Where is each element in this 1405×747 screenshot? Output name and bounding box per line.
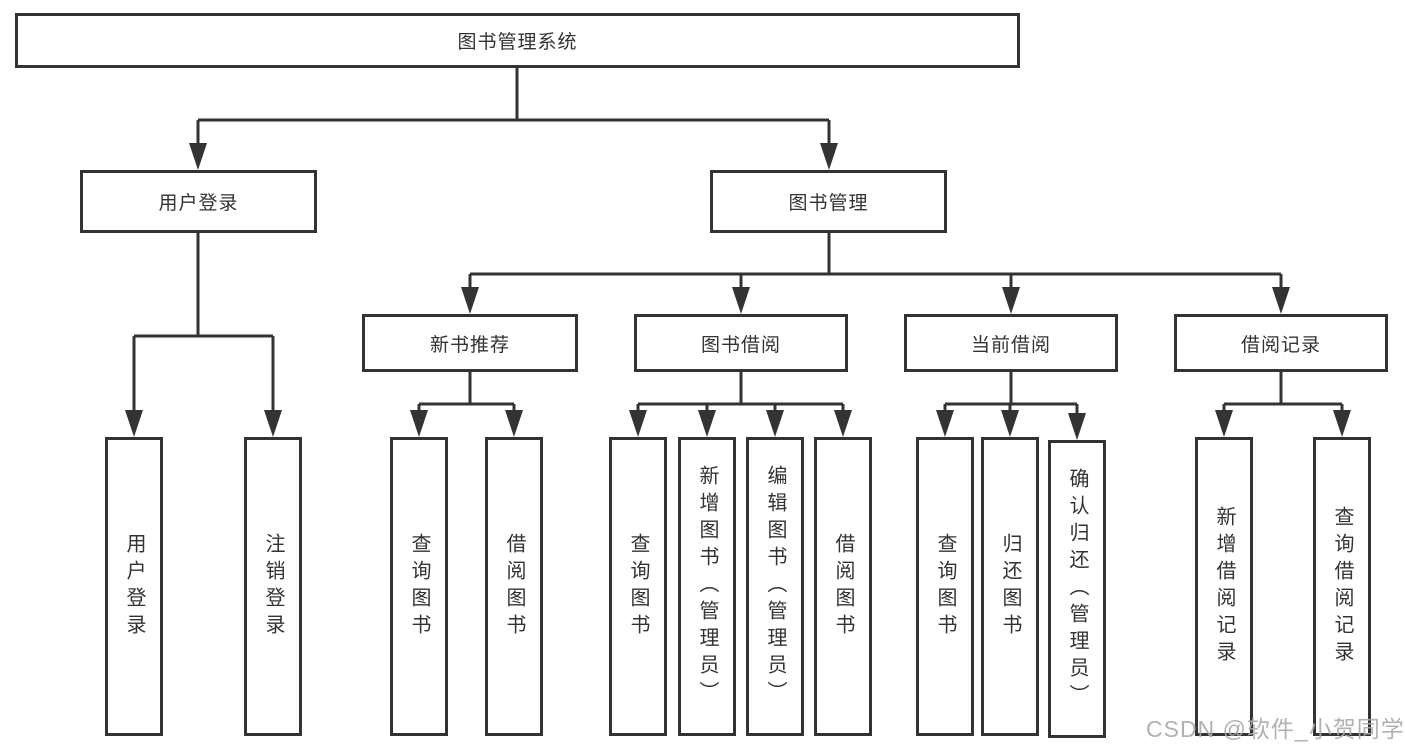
leaf-label: 查询图书 <box>408 532 430 641</box>
leaf-label: 用户登录 <box>123 532 145 641</box>
leaf-label: 借阅图书 <box>503 532 525 641</box>
arrowheads <box>125 143 1351 440</box>
leaf-query-books-borrow: 查询图书 <box>609 437 667 736</box>
arrowhead <box>189 143 207 170</box>
arrowhead <box>1068 413 1086 440</box>
leaf-confirm-return-admin: 确认归还（管理员） <box>1048 440 1106 738</box>
node-label: 图书管理 <box>788 193 869 214</box>
node-label: 当前借阅 <box>970 334 1051 356</box>
arrowhead <box>410 410 428 437</box>
arrowhead <box>766 410 784 437</box>
leaf-user-login: 用户登录 <box>105 437 163 736</box>
leaf-label: 注销登录 <box>262 532 284 641</box>
node-new-book-recommend: 新书推荐 <box>362 314 578 372</box>
arrowhead <box>125 410 143 437</box>
connector-root <box>196 68 831 158</box>
node-user-login: 用户登录 <box>80 170 317 233</box>
leaf-label: 新增借阅记录 <box>1213 505 1235 668</box>
node-borrow-records: 借阅记录 <box>1174 314 1388 372</box>
arrowhead <box>461 287 479 314</box>
node-book-borrow: 图书借阅 <box>634 314 848 372</box>
leaf-query-books-current: 查询图书 <box>916 437 974 736</box>
leaf-label: 编辑图书（管理员） <box>764 465 786 708</box>
leaf-label: 借阅图书 <box>832 532 854 641</box>
connector-borrow-records <box>1222 372 1344 424</box>
node-label: 借阅记录 <box>1240 334 1321 356</box>
leaf-add-book-admin: 新增图书（管理员） <box>678 437 736 736</box>
arrowhead <box>1333 410 1351 437</box>
leaf-borrow-books: 借阅图书 <box>814 437 872 736</box>
connector-new-book-recommend <box>417 372 516 424</box>
node-root: 图书管理系统 <box>15 13 1020 68</box>
arrowhead <box>1001 410 1019 437</box>
arrowhead <box>629 410 647 437</box>
leaf-query-borrow-record: 查询借阅记录 <box>1313 437 1371 736</box>
arrowhead <box>264 410 282 437</box>
connector-user-login <box>132 233 275 424</box>
arrowhead <box>820 143 838 170</box>
connector-book-borrow <box>636 372 845 424</box>
node-label: 用户登录 <box>158 193 239 214</box>
watermark: CSDN @软件_小贺同学 <box>1146 716 1405 742</box>
leaf-add-borrow-record: 新增借阅记录 <box>1195 437 1253 736</box>
leaf-query-books-recommend: 查询图书 <box>390 437 448 736</box>
node-label: 新书推荐 <box>429 334 510 356</box>
node-book-management: 图书管理 <box>710 170 947 233</box>
connector-book-management <box>468 233 1283 300</box>
node-label: 图书管理系统 <box>457 32 578 53</box>
arrowhead <box>505 410 523 437</box>
leaf-label: 查询图书 <box>627 532 649 641</box>
arrowhead <box>834 410 852 437</box>
leaf-label: 新增图书（管理员） <box>696 465 718 708</box>
leaf-borrow-books-recommend: 借阅图书 <box>485 437 543 736</box>
arrowhead <box>1272 287 1290 314</box>
arrowhead <box>936 410 954 437</box>
node-current-borrow: 当前借阅 <box>904 314 1118 372</box>
arrowhead <box>1002 287 1020 314</box>
arrowhead <box>732 287 750 314</box>
leaf-edit-book-admin: 编辑图书（管理员） <box>746 437 804 736</box>
node-label: 图书借阅 <box>700 334 781 356</box>
arrowhead <box>698 410 716 437</box>
leaf-label: 查询借阅记录 <box>1331 505 1353 668</box>
leaf-label: 归还图书 <box>999 532 1021 641</box>
leaf-return-books: 归还图书 <box>981 437 1039 736</box>
leaf-label: 确认归还（管理员） <box>1066 467 1088 711</box>
arrowhead <box>1215 410 1233 437</box>
leaf-logout: 注销登录 <box>244 437 302 736</box>
leaf-label: 查询图书 <box>934 532 956 641</box>
